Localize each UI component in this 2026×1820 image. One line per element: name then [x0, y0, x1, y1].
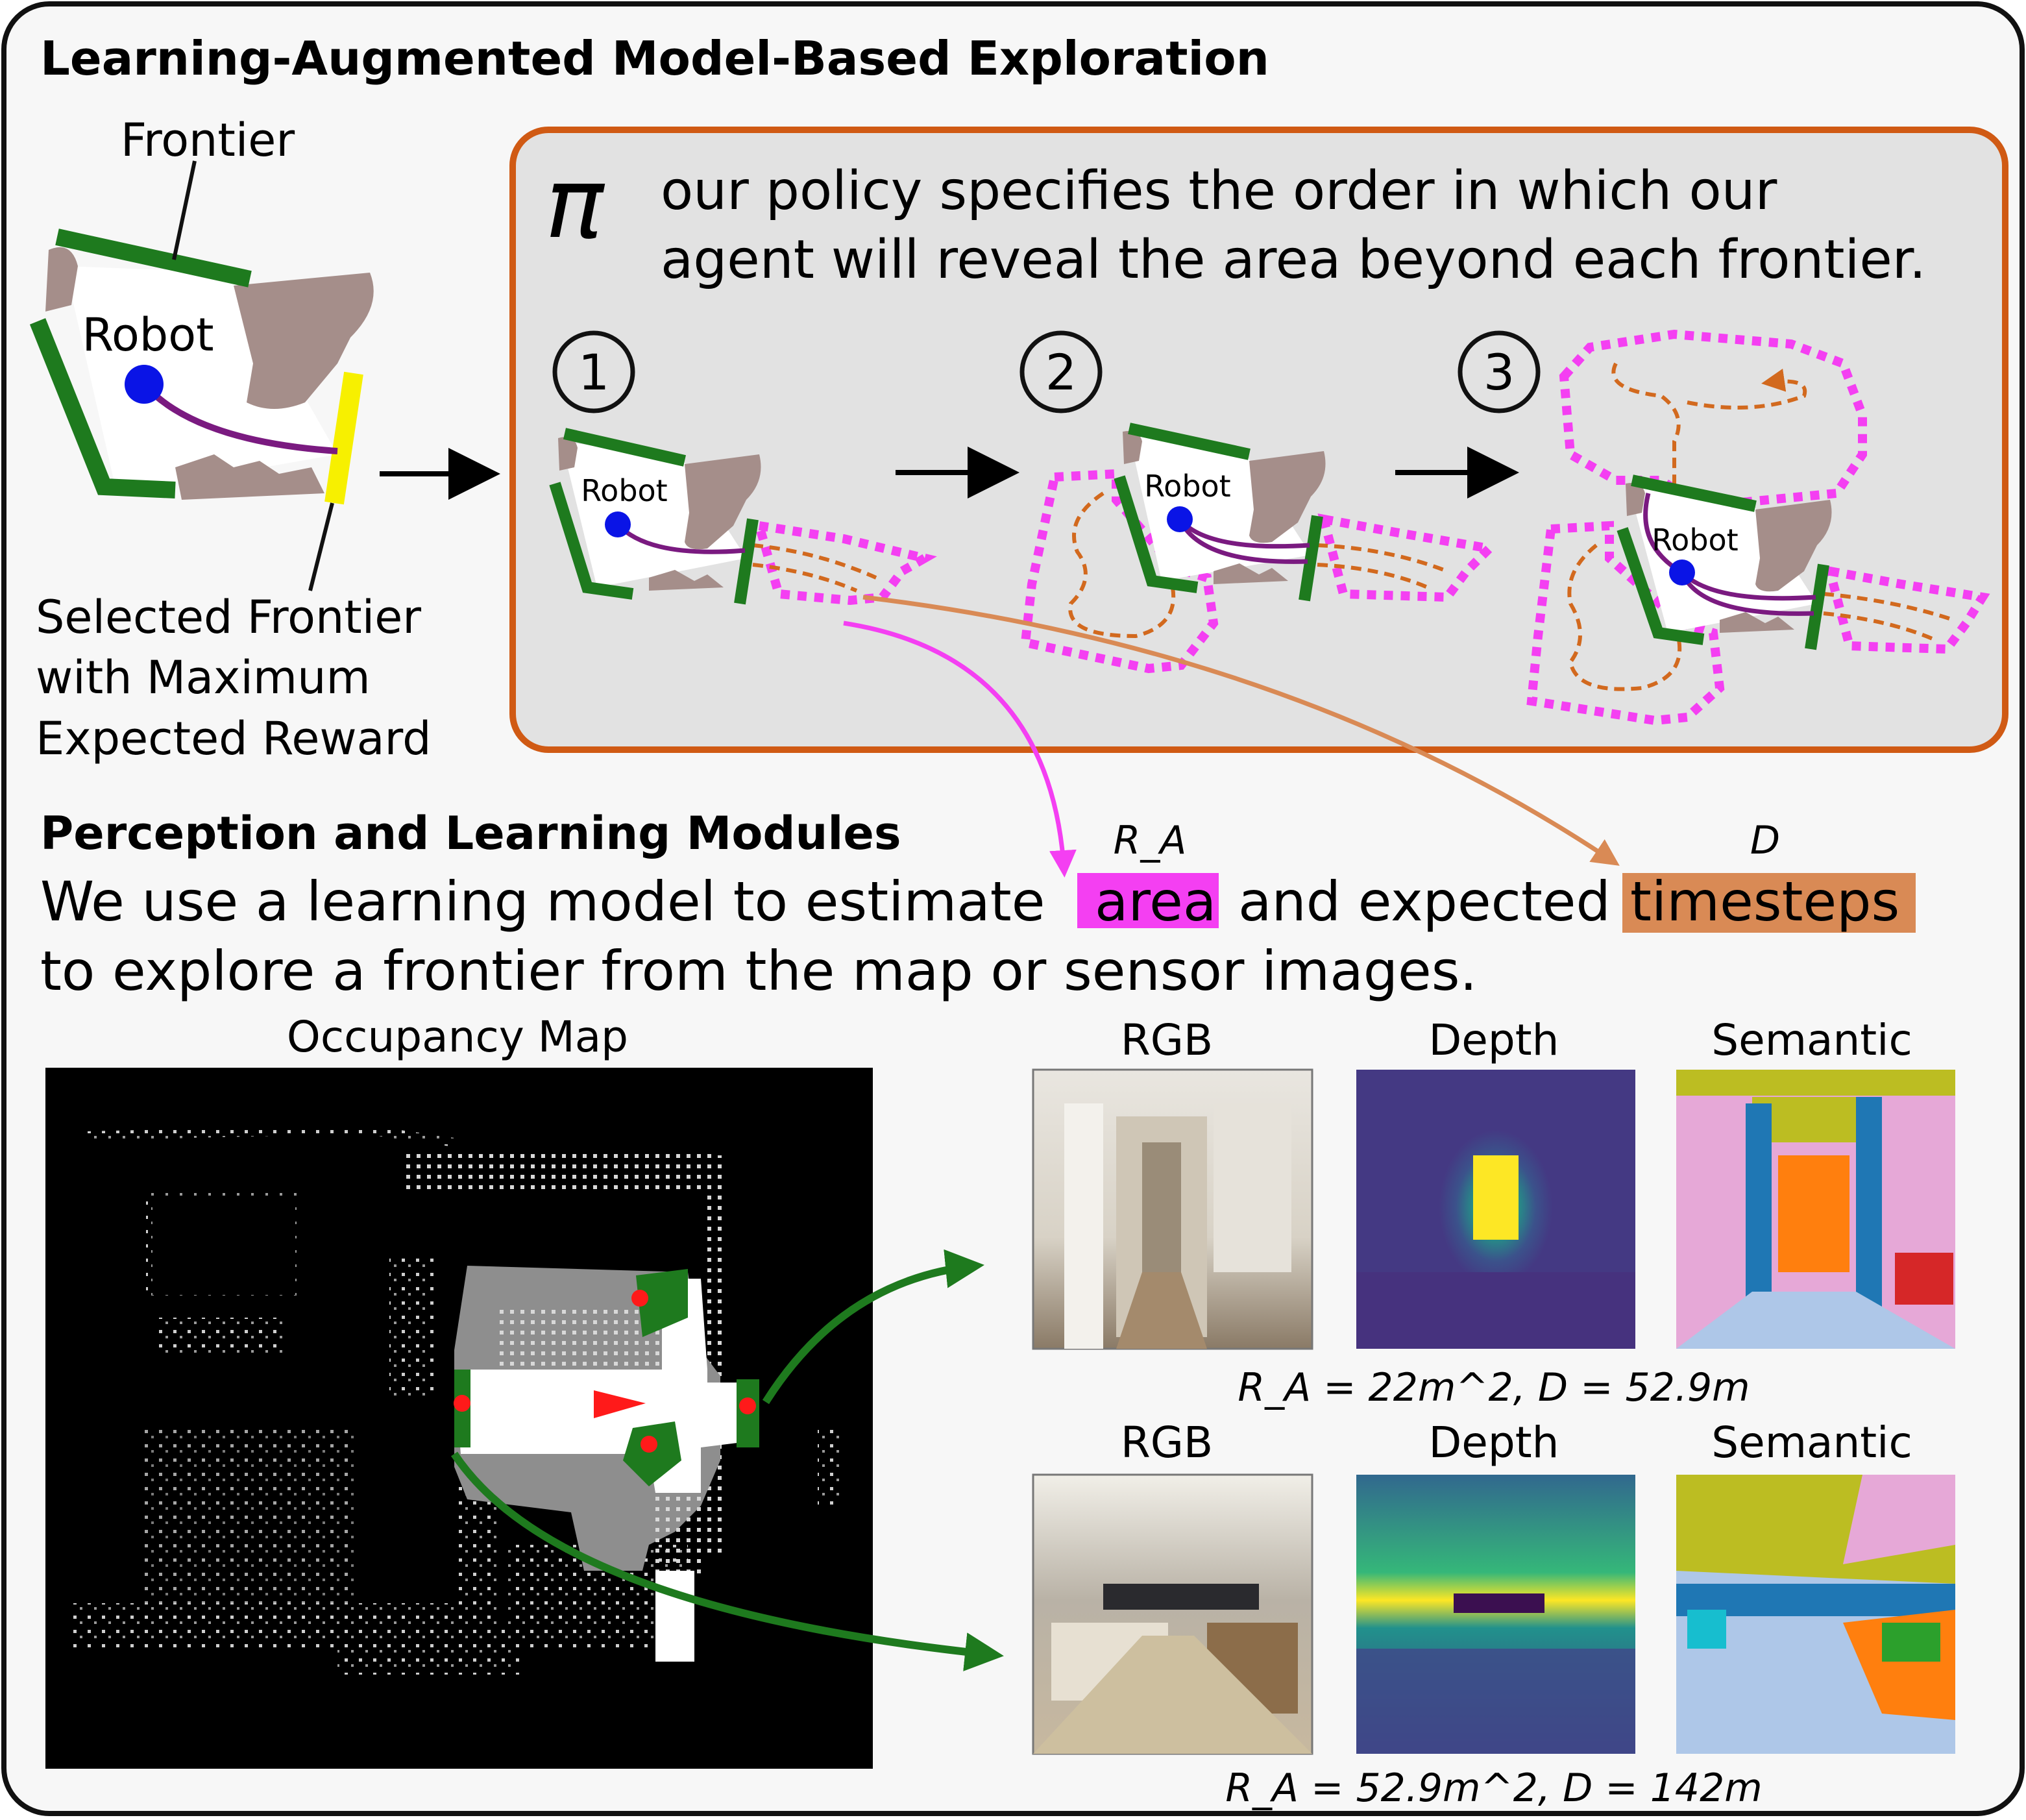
- selected-frontier-line-2: with Maximum: [36, 651, 371, 704]
- policy-text-line-1: our policy specifies the order in which …: [661, 160, 1777, 222]
- selected-frontier-line-3: Expected Reward: [36, 712, 432, 765]
- row1-rgb-label: RGB: [1121, 1015, 1213, 1065]
- selected-leader-line: [308, 502, 334, 591]
- robot-path: [141, 382, 338, 454]
- step-2-robot-label: Robot: [1144, 469, 1230, 504]
- frontier-leader-line: [172, 160, 197, 260]
- obstacle: [45, 247, 78, 312]
- row2-semantic-image: [1676, 1475, 1955, 1754]
- arrow-to-row-1: [762, 1249, 984, 1405]
- frontier-top: [55, 228, 252, 288]
- row2-caption: R_A = 52.9m^2, D = 142m: [1225, 1765, 1762, 1811]
- perception-line-1-middle: and expected: [1238, 870, 1611, 933]
- step-3-map: Robot: [1526, 329, 1990, 726]
- step-2-circle: [1019, 330, 1103, 413]
- perception-line-2: to explore a frontier from the map or se…: [40, 939, 1477, 1003]
- step-1-number: 1: [578, 343, 609, 401]
- step-3-robot-label: Robot: [1652, 523, 1738, 558]
- row2-rgb-image: [1032, 1473, 1313, 1755]
- policy-box: [509, 127, 2008, 753]
- obstacle: [234, 273, 374, 409]
- row1-semantic-image: [1676, 1070, 1955, 1349]
- step-1-circle: [552, 330, 635, 413]
- row1-depth-label: Depth: [1428, 1015, 1559, 1065]
- policy-text-line-2: agent will reveal the area beyond each f…: [661, 229, 1926, 291]
- row1-caption: R_A = 22m^2, D = 52.9m: [1238, 1365, 1750, 1410]
- step-2-map: Robot: [1020, 423, 1499, 674]
- frontier-left: [29, 318, 176, 498]
- obstacle: [175, 454, 324, 500]
- robot-dot: [125, 365, 164, 404]
- ra-label: R_A: [1114, 818, 1187, 863]
- robot-heading-arrow: [594, 1390, 646, 1418]
- main-title: Learning-Augmented Model-Based Explorati…: [40, 31, 1269, 86]
- timesteps-word: timesteps: [1630, 870, 1899, 933]
- row2-depth-label: Depth: [1428, 1418, 1559, 1468]
- occupancy-map-title: Occupancy Map: [287, 1012, 628, 1062]
- area-word: area: [1095, 870, 1216, 933]
- area-highlight: [1077, 873, 1219, 928]
- explored-area: [65, 266, 337, 493]
- perception-line-1-start: We use a learning model to estimate: [40, 870, 1045, 933]
- frontier-diagram: Frontier Robot Selected Frontier with Ma…: [29, 114, 432, 765]
- pi-symbol: π: [545, 147, 605, 260]
- row2-depth-image: [1356, 1475, 1635, 1754]
- arrow-timesteps: [862, 595, 1620, 866]
- selected-frontier: [324, 371, 363, 505]
- occupancy-map: [45, 1068, 873, 1769]
- robot-label: Robot: [82, 308, 214, 362]
- timesteps-highlight: [1622, 873, 1916, 933]
- step-3-number: 3: [1483, 343, 1515, 401]
- row1-semantic-label: Semantic: [1711, 1015, 1912, 1065]
- arrow-to-row-2: [451, 1451, 1004, 1671]
- step-1-robot-label: Robot: [581, 473, 667, 508]
- row1-rgb-image: [1032, 1068, 1313, 1350]
- arrow-area: [843, 621, 1077, 878]
- row1-depth-image: [1356, 1070, 1635, 1349]
- row2-semantic-label: Semantic: [1711, 1418, 1912, 1468]
- frontier-label: Frontier: [121, 114, 295, 167]
- d-label: D: [1750, 818, 1780, 863]
- step-3-circle: [1458, 330, 1541, 413]
- step-2-number: 2: [1045, 343, 1077, 401]
- selected-frontier-line-1: Selected Frontier: [36, 591, 421, 644]
- perception-title: Perception and Learning Modules: [40, 807, 901, 860]
- step-1-map: Robot: [549, 428, 937, 606]
- row2-rgb-label: RGB: [1121, 1418, 1213, 1468]
